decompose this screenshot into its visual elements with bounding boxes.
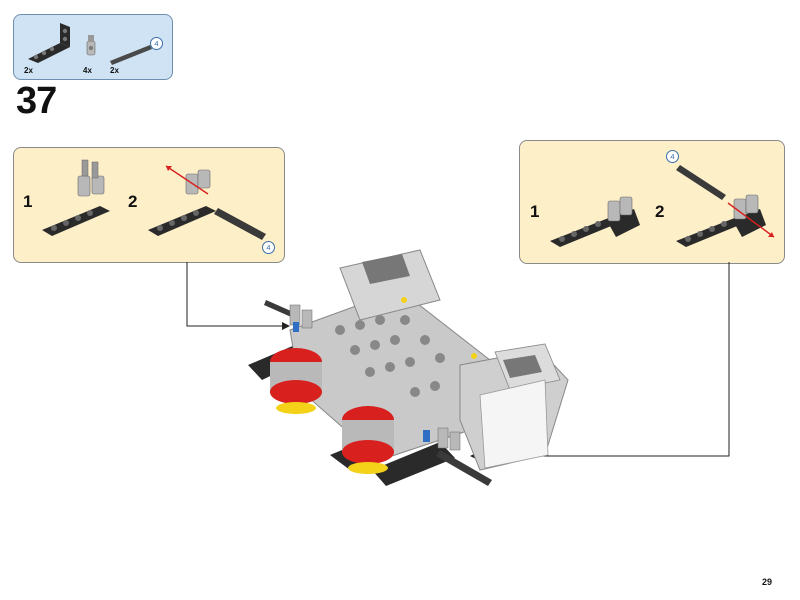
page-number: 29 bbox=[762, 577, 773, 587]
parts-list-box: 2x 4x 2x 4 bbox=[13, 14, 173, 80]
beam-axle-insert-icon bbox=[148, 165, 266, 240]
parts-qty-l-beam: 2x bbox=[24, 66, 33, 75]
parts-list-art bbox=[28, 23, 152, 65]
callout-left-art bbox=[42, 159, 266, 240]
step-number: 37 bbox=[16, 80, 57, 122]
callout-left-leader-line bbox=[186, 262, 282, 327]
callout-right-axle-badge: 4 bbox=[666, 150, 679, 163]
callout-right-substep-2: 2 bbox=[655, 202, 665, 221]
l-beam-icon bbox=[28, 23, 70, 63]
callout-right-leader-line bbox=[478, 262, 730, 457]
l-beam-with-connector-icon bbox=[550, 196, 640, 247]
callout-left: 1 2 4 bbox=[13, 147, 285, 263]
callout-right-art bbox=[550, 165, 775, 247]
axle-pin-connector-icon bbox=[86, 35, 96, 56]
callout-left-axle-badge: 4 bbox=[262, 241, 275, 254]
callout-right: 1 2 4 bbox=[519, 140, 785, 264]
l-beam-axle-insert-icon bbox=[676, 165, 775, 247]
callout-left-substep-1: 1 bbox=[23, 192, 33, 211]
callout-right-substep-1: 1 bbox=[530, 202, 540, 221]
callout-left-substep-2: 2 bbox=[128, 192, 138, 211]
axle-length-badge: 4 bbox=[150, 37, 163, 50]
beam-with-connector-icon bbox=[42, 159, 110, 236]
parts-qty-connector: 4x bbox=[83, 66, 92, 75]
parts-qty-axle: 2x bbox=[110, 66, 119, 75]
axle-icon bbox=[110, 45, 152, 65]
